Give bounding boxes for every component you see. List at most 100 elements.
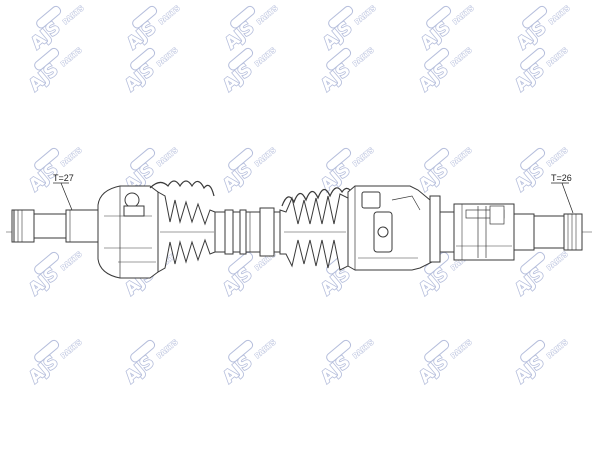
watermark-badge-shape <box>328 5 354 29</box>
left-teeth-callout: T=27 <box>53 173 74 211</box>
watermark-brand-text: AJS <box>317 264 354 300</box>
watermark-sub-text: PARTS <box>545 250 569 272</box>
watermark-sub-text: PARTS <box>59 338 83 360</box>
watermark-badge-shape <box>228 339 254 363</box>
watermark-badge-shape <box>36 5 62 29</box>
watermark-sub-text: PARTS <box>449 46 473 68</box>
right-tripod-joint <box>347 185 441 271</box>
watermark-brand-text: AJS <box>415 160 452 196</box>
watermark-badge-shape <box>424 47 450 71</box>
watermark-badge-shape <box>228 47 254 71</box>
watermark-brand-text: AJS <box>219 352 256 388</box>
left-cv-joint <box>97 185 159 279</box>
right-teeth-callout: T=26 <box>551 173 574 214</box>
watermark-badge-shape <box>132 5 158 29</box>
watermark-sub-text: PARTS <box>155 46 179 68</box>
drive-shaft <box>6 180 592 279</box>
watermark-sub-text: PARTS <box>449 146 473 168</box>
watermark-sub-text: PARTS <box>449 338 473 360</box>
watermark-badge-shape <box>326 147 352 171</box>
watermark-brand-text: AJS <box>123 18 160 54</box>
watermark-sub-text: PARTS <box>545 146 569 168</box>
watermark-brand-text: AJS <box>417 18 454 54</box>
watermark-badge-shape <box>520 47 546 71</box>
watermark-badge-shape <box>34 147 60 171</box>
watermark-badge-shape <box>520 339 546 363</box>
watermark-badge-shape <box>34 339 60 363</box>
watermark-sub-text: PARTS <box>547 4 571 26</box>
watermark-brand-text: AJS <box>219 264 256 300</box>
watermark-brand-text: AJS <box>511 352 548 388</box>
watermark-sub-text: PARTS <box>253 146 277 168</box>
watermark-brand-text: AJS <box>317 60 354 96</box>
watermark-badge-shape <box>34 251 60 275</box>
watermark-badge-shape <box>230 5 256 29</box>
watermark-badge-shape <box>130 47 156 71</box>
right-intermediate-shaft <box>439 203 515 261</box>
watermark-badge-shape <box>424 147 450 171</box>
watermark-sub-text: PARTS <box>351 338 375 360</box>
watermark-sub-text: PARTS <box>59 146 83 168</box>
left-boot <box>149 180 216 273</box>
watermark-sub-text: PARTS <box>59 250 83 272</box>
watermark-sub-text: PARTS <box>253 46 277 68</box>
watermark-badge-shape <box>326 47 352 71</box>
watermark-brand-text: AJS <box>219 60 256 96</box>
watermark-brand-text: AJS <box>319 18 356 54</box>
watermark-badge-shape <box>228 251 254 275</box>
watermark-sub-text: PARTS <box>255 4 279 26</box>
watermark-sub-text: PARTS <box>157 4 181 26</box>
watermark-sub-text: PARTS <box>451 4 475 26</box>
watermark-sub-text: PARTS <box>155 146 179 168</box>
watermark-badge-shape <box>424 339 450 363</box>
watermark-brand-text: AJS <box>415 60 452 96</box>
watermark-brand-text: AJS <box>25 352 62 388</box>
left-teeth-label: T=27 <box>53 173 74 183</box>
watermark-sub-text: PARTS <box>353 4 377 26</box>
watermark-sub-text: PARTS <box>351 46 375 68</box>
watermark-brand-text: AJS <box>121 352 158 388</box>
watermark-badge-shape <box>326 339 352 363</box>
watermark-brand-text: AJS <box>121 60 158 96</box>
watermark-badge-shape <box>228 147 254 171</box>
watermark-brand-text: AJS <box>25 60 62 96</box>
watermark-brand-text: AJS <box>511 160 548 196</box>
right-teeth-label: T=26 <box>551 173 572 183</box>
watermark-brand-text: AJS <box>415 352 452 388</box>
right-boot <box>279 187 351 271</box>
watermark-brand-text: AJS <box>219 160 256 196</box>
watermark-badge-shape <box>130 339 156 363</box>
watermark-badge-shape <box>130 147 156 171</box>
watermark-sub-text: PARTS <box>61 4 85 26</box>
watermark-badge-shape <box>34 47 60 71</box>
watermark-brand-text: AJS <box>27 18 64 54</box>
watermark-badge-shape <box>426 5 452 29</box>
watermark-badge-shape <box>520 147 546 171</box>
watermark-brand-text: AJS <box>513 18 550 54</box>
watermark-badge-shape <box>520 251 546 275</box>
watermark-sub-text: PARTS <box>155 338 179 360</box>
watermark-brand-text: AJS <box>221 18 258 54</box>
watermark-sub-text: PARTS <box>351 146 375 168</box>
right-spline-stub <box>513 213 583 251</box>
shaft-bar <box>214 207 281 257</box>
watermark-brand-text: AJS <box>511 264 548 300</box>
watermark-badge-shape <box>522 5 548 29</box>
watermark-sub-text: PARTS <box>253 338 277 360</box>
watermark-sub-text: PARTS <box>59 46 83 68</box>
